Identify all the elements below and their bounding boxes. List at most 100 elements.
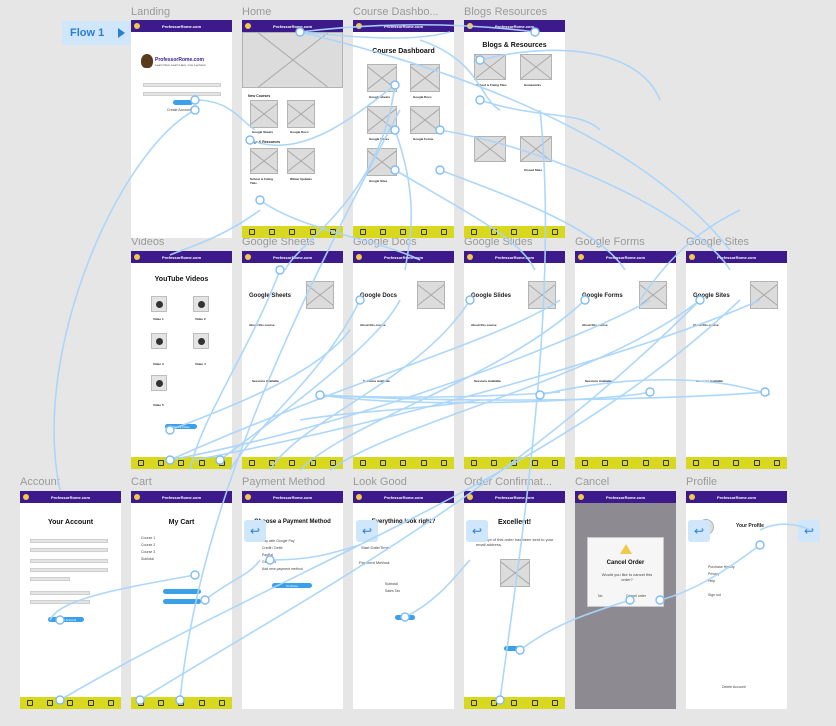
phone-input[interactable] — [30, 577, 70, 581]
frame-blogs[interactable]: ProfessorRome.com Blogs & Resources Scho… — [464, 20, 565, 238]
back-arrow-icon[interactable]: ↩ — [356, 520, 378, 542]
course-thumb[interactable] — [250, 100, 278, 128]
docs-card[interactable] — [410, 64, 440, 92]
profile-icon[interactable] — [329, 460, 336, 466]
bottom-nav[interactable] — [242, 457, 343, 469]
courses-icon[interactable] — [491, 460, 498, 466]
videos-icon[interactable] — [511, 700, 518, 706]
blogs-icon[interactable] — [642, 460, 649, 466]
profile-menu-item[interactable]: Privacy — [708, 572, 720, 576]
videos-icon[interactable] — [400, 229, 407, 235]
video-play-icon[interactable] — [193, 296, 209, 312]
frame-home[interactable]: ProfessorRome.com New Courses Google She… — [242, 20, 343, 238]
frame-google-sites[interactable]: ProfessorRome.com Google Sites About thi… — [686, 251, 787, 469]
videos-icon[interactable] — [511, 460, 518, 466]
frame-google-forms[interactable]: ProfessorRome.com Google Forms About thi… — [575, 251, 676, 469]
back-arrow-icon[interactable]: ↩ — [798, 520, 820, 542]
confirm-button[interactable] — [395, 615, 415, 620]
frame-google-sheets[interactable]: ProfessorRome.com Google Sheets About th… — [242, 251, 343, 469]
address-input[interactable] — [30, 591, 90, 595]
blog-thumb[interactable] — [250, 148, 278, 174]
profile-icon[interactable] — [218, 700, 225, 706]
bottom-nav[interactable] — [20, 697, 121, 709]
blogs-icon[interactable] — [198, 460, 205, 466]
home-icon[interactable] — [360, 229, 367, 235]
done-button[interactable] — [504, 646, 524, 651]
home-icon[interactable] — [138, 460, 145, 466]
courses-icon[interactable] — [269, 229, 276, 235]
payment-option[interactable]: Credit / Debit — [262, 546, 283, 550]
bottom-nav[interactable] — [131, 697, 232, 709]
payment-option[interactable]: PayPal — [262, 553, 274, 557]
blog-thumb[interactable] — [474, 54, 506, 80]
videos-icon[interactable] — [67, 700, 74, 706]
checkout-button[interactable] — [163, 589, 201, 594]
videos-icon[interactable] — [289, 229, 296, 235]
take-class-button[interactable]: Take a Class — [165, 424, 197, 429]
video-play-icon[interactable] — [193, 333, 209, 349]
forms-card[interactable] — [410, 106, 440, 134]
courses-icon[interactable] — [47, 700, 54, 706]
frame-cart[interactable]: ProfessorRome.com My Cart Course 1 Cours… — [131, 491, 232, 709]
slides-card[interactable] — [367, 106, 397, 134]
frame-landing[interactable]: ProfessorRome.com ProfessorRome.com Lear… — [131, 20, 232, 238]
videos-icon[interactable] — [622, 460, 629, 466]
login-button[interactable] — [173, 100, 193, 105]
bottom-nav[interactable] — [464, 457, 565, 469]
blog-thumb[interactable] — [520, 136, 552, 162]
blogs-icon[interactable] — [87, 700, 94, 706]
back-arrow-icon[interactable]: ↩ — [244, 520, 266, 542]
video-play-icon[interactable] — [151, 333, 167, 349]
bottom-nav[interactable] — [242, 226, 343, 238]
videos-icon[interactable] — [400, 460, 407, 466]
profile-menu-item[interactable]: Purchase History — [708, 565, 735, 569]
bottom-nav[interactable] — [353, 226, 454, 238]
blogs-icon[interactable] — [531, 229, 538, 235]
videos-icon[interactable] — [178, 700, 185, 706]
delete-account-link[interactable]: Delete Account — [722, 685, 746, 689]
courses-icon[interactable] — [491, 229, 498, 235]
blog-thumb[interactable] — [474, 136, 506, 162]
courses-icon[interactable] — [269, 460, 276, 466]
payment-option[interactable]: Add new payment method — [262, 567, 303, 571]
profile-icon[interactable] — [551, 229, 558, 235]
password-input[interactable] — [143, 92, 221, 96]
home-icon[interactable] — [471, 700, 478, 706]
profile-icon[interactable] — [107, 700, 114, 706]
frame-google-docs[interactable]: ProfessorRome.com Google Docs About this… — [353, 251, 454, 469]
blogs-icon[interactable] — [198, 700, 205, 706]
videos-icon[interactable] — [289, 460, 296, 466]
blogs-icon[interactable] — [531, 700, 538, 706]
email-input[interactable] — [30, 559, 108, 563]
sheets-card[interactable] — [367, 64, 397, 92]
course-thumb[interactable] — [287, 100, 315, 128]
profile-icon[interactable] — [662, 460, 669, 466]
create-account-button[interactable]: Create Account — [48, 617, 84, 622]
sites-card[interactable] — [367, 148, 397, 176]
home-icon[interactable] — [249, 460, 256, 466]
profile-menu-item[interactable]: Sign out — [708, 593, 721, 597]
frame-cancel[interactable]: ProfessorRome.com Cancel Order Would you… — [575, 491, 676, 709]
frame-course-dashboard[interactable]: ProfessorRome.com Course Dashboard Googl… — [353, 20, 454, 238]
payment-option[interactable]: Gift Card — [262, 560, 277, 564]
home-icon[interactable] — [138, 700, 145, 706]
blogs-icon[interactable] — [309, 460, 316, 466]
courses-icon[interactable] — [713, 460, 720, 466]
continue-button[interactable]: Continue — [272, 583, 312, 588]
frame-account[interactable]: ProfessorRome.com Your Account Create Ac… — [20, 491, 121, 709]
courses-icon[interactable] — [158, 700, 165, 706]
city-input[interactable] — [30, 600, 90, 604]
blogs-icon[interactable] — [309, 229, 316, 235]
profile-icon[interactable] — [551, 700, 558, 706]
profile-icon[interactable] — [440, 460, 447, 466]
flow-1-button[interactable]: Flow 1 — [62, 21, 131, 45]
video-play-icon[interactable] — [151, 296, 167, 312]
videos-icon[interactable] — [178, 460, 185, 466]
videos-icon[interactable] — [511, 229, 518, 235]
videos-icon[interactable] — [733, 460, 740, 466]
profile-icon[interactable] — [551, 460, 558, 466]
payment-option[interactable]: Pay with Google Pay — [262, 539, 295, 543]
cancel-no-button[interactable]: No — [598, 594, 603, 598]
profile-icon[interactable] — [773, 460, 780, 466]
blogs-icon[interactable] — [531, 460, 538, 466]
